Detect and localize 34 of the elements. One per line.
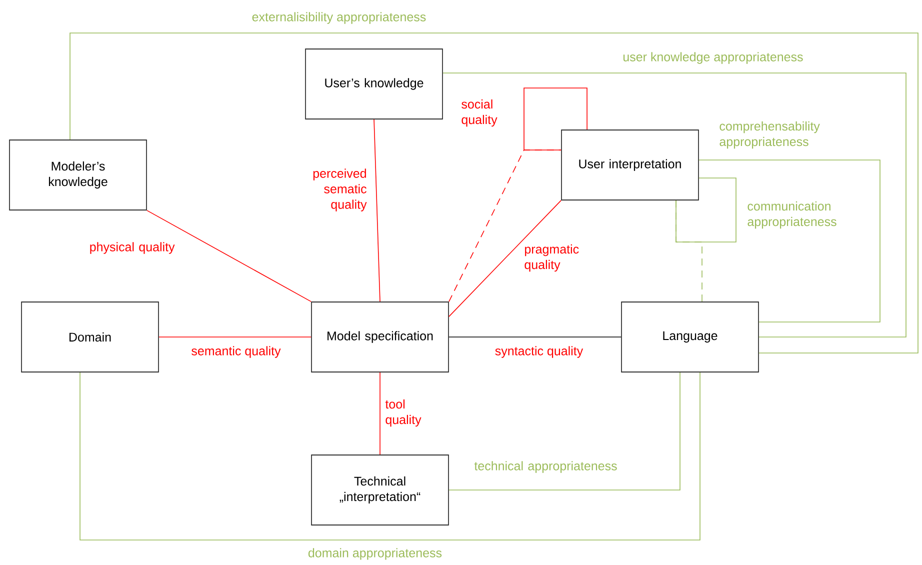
concept-box: User interpretation	[561, 130, 699, 200]
concept-box: Domain	[21, 302, 159, 372]
edge-label: semantic quality	[192, 346, 281, 358]
connector-line	[448, 372, 680, 490]
edge-label: perceived sematic quality	[313, 168, 367, 212]
dashed-line	[676, 200, 702, 302]
edge-label: technical appropriateness	[474, 461, 617, 473]
edge-label: tool quality	[385, 399, 422, 427]
edge-label: externalisibility appropriateness	[252, 12, 426, 24]
edge-label: user knowledge appropriateness	[623, 52, 803, 64]
edge-label: domain appropriateness	[308, 548, 442, 560]
edge-label: communication appropriateness	[748, 201, 836, 229]
edge-label: social quality	[462, 99, 498, 127]
concept-box: Model specification	[311, 302, 449, 372]
loop-connector	[524, 88, 588, 150]
connector-line	[146, 210, 312, 302]
edge-label: pragmatic quality	[524, 244, 579, 272]
edge-label: physical quality	[90, 242, 175, 254]
connector-line	[70, 32, 918, 354]
connector-line	[158, 336, 312, 338]
concept-box: User’s knowledge	[305, 48, 443, 120]
edge-label: syntactic quality	[495, 346, 584, 358]
connector-line	[698, 160, 880, 322]
connector-line	[448, 200, 562, 317]
loop-connector	[676, 178, 736, 242]
connector-line	[442, 72, 906, 338]
dashed-line	[448, 150, 562, 302]
connector-line	[374, 119, 380, 302]
connector-line	[80, 372, 700, 540]
concept-box: Modeler’s knowledge	[9, 140, 147, 210]
edge-label: comprehensability appropriateness	[720, 121, 820, 149]
concept-box: Technical „interpretation“	[311, 454, 449, 526]
connector-line	[448, 336, 622, 338]
concept-box: Language	[621, 302, 759, 372]
